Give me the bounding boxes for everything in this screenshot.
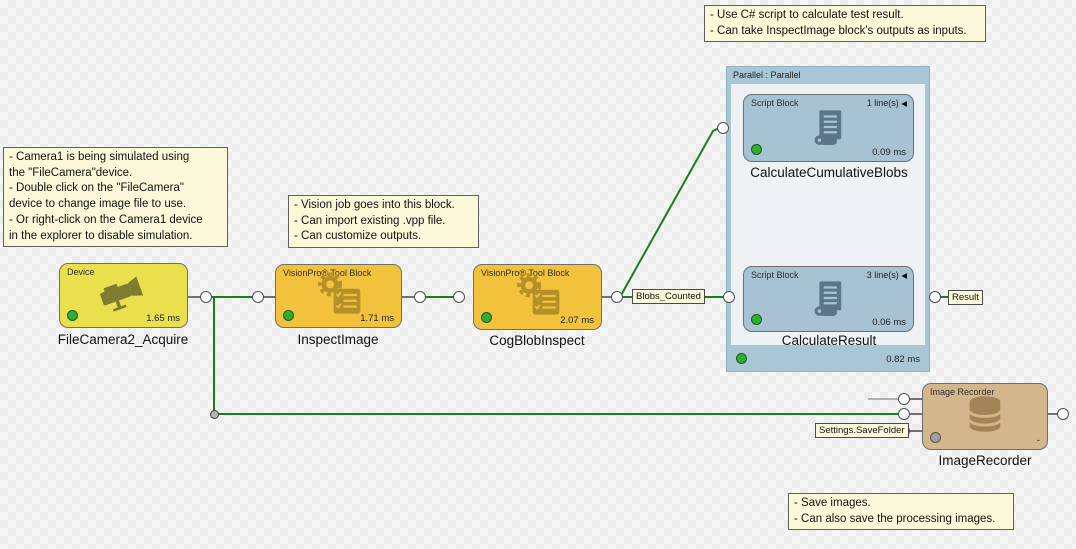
note-line: - Or right-click on the Camera1 device [9, 213, 203, 226]
port-calculateresult-input[interactable] [723, 291, 735, 303]
node-type-label: Script Block [751, 98, 799, 108]
node-time: 1.71 ms [360, 313, 394, 324]
note-line: - Camera1 is being simulated using [9, 151, 190, 163]
node-calculateresult[interactable]: Script Block 3 line(s) ◀ 0.06 [743, 266, 914, 332]
node-name-calculateresult: CalculateResult [781, 333, 877, 348]
note-line: the "FileCamera"device. [9, 166, 133, 179]
wire-label-result: Result [948, 290, 983, 305]
collapse-arrow-icon[interactable]: ◀ [901, 99, 907, 108]
status-indicator [67, 310, 78, 321]
node-time: - [1036, 435, 1040, 446]
status-indicator [283, 310, 294, 321]
cctv-camera-icon [60, 271, 187, 317]
node-name-imagerecorder: ImageRecorder [938, 453, 1032, 468]
parallel-header: Parallel : Parallel [733, 70, 801, 80]
port-calculatecumulativeblobs-input[interactable] [717, 122, 729, 134]
node-name-filecamera2: FileCamera2_Acquire [57, 332, 189, 347]
node-calculatecumulativeblobs[interactable]: Script Block 1 line(s) ◀ 0.09 [743, 94, 914, 162]
node-type-label: Image Recorder [930, 387, 995, 397]
node-name-cogblobinspect: CogBlobInspect [489, 333, 585, 348]
node-name-calculatecumulativeblobs: CalculateCumulativeBlobs [750, 165, 908, 180]
node-inspectimage[interactable]: VisionPro® Tool Block 1.71 ms [275, 264, 402, 328]
script-scroll-icon [744, 102, 913, 151]
note-line: device to change image file to use. [9, 198, 187, 211]
port-imagerecorder-input-1[interactable] [898, 393, 910, 405]
node-time: 1.65 ms [146, 313, 180, 324]
script-scroll-icon [744, 274, 913, 321]
node-time: 0.06 ms [872, 317, 906, 328]
gear-checklist-icon [276, 271, 401, 317]
wire-label-settings-savefolder: Settings.SaveFolder [815, 423, 909, 438]
note-line: - Can import existing .vpp file. [294, 214, 446, 227]
node-cogblobinspect[interactable]: VisionPro® Tool Block 2.07 ms [473, 264, 602, 330]
note-line: - Can take InspectImage block's outputs … [710, 24, 967, 37]
note-line: - Can customize outputs. [294, 230, 422, 243]
note-camera-simulation[interactable]: - Camera1 is being simulated using the "… [3, 147, 228, 248]
note-line: in the explorer to disable simulation. [9, 229, 193, 242]
port-inspectimage-output[interactable] [414, 291, 426, 303]
parallel-time: 0.82 ms [886, 354, 920, 365]
port-filecamera-output[interactable] [200, 291, 212, 303]
lines-label: 1 line(s) [866, 98, 899, 108]
script-lines-count: 1 line(s) ◀ [867, 98, 907, 108]
lines-label: 3 line(s) [866, 270, 899, 280]
collapse-arrow-icon[interactable]: ◀ [901, 271, 907, 280]
port-cogblobinspect-input[interactable] [453, 291, 465, 303]
port-imagerecorder-input-2[interactable] [898, 408, 910, 420]
note-line: - Can also save the processing images. [794, 512, 996, 525]
note-line: - Save images. [794, 497, 871, 509]
node-filecamera2-acquire[interactable]: Device 1.65 ms [59, 263, 188, 328]
note-line: - Double click on the "FileCamera" [9, 182, 184, 195]
port-cogblobinspect-output[interactable] [611, 291, 623, 303]
port-imagerecorder-output[interactable] [1057, 408, 1069, 420]
parallel-container[interactable]: Parallel : Parallel Script Block 1 line(… [726, 66, 930, 372]
wire-label-blobs-counted: Blobs_Counted [632, 289, 705, 304]
status-indicator [751, 144, 762, 155]
node-time: 2.07 ms [560, 315, 594, 326]
node-time: 0.09 ms [872, 147, 906, 158]
note-save-images[interactable]: - Save images. - Can also save the proce… [788, 493, 1014, 531]
port-inspectimage-input[interactable] [252, 291, 264, 303]
node-imagerecorder[interactable]: Image Recorder - [922, 383, 1048, 450]
note-line: - Vision job goes into this block. [294, 199, 455, 211]
note-csharp-script[interactable]: - Use C# script to calculate test result… [704, 5, 986, 43]
node-type-label: VisionPro® Tool Block [481, 268, 570, 278]
status-indicator [751, 314, 762, 325]
wire-cogblob-to-calccumulative[interactable] [619, 127, 720, 298]
database-icon [923, 391, 1047, 439]
node-type-label: Script Block [751, 270, 799, 280]
port-parallel-output[interactable] [929, 291, 941, 303]
status-indicator [930, 432, 941, 443]
note-vision-job[interactable]: - Vision job goes into this block. - Can… [288, 195, 479, 249]
node-type-label: Device [67, 267, 95, 277]
status-indicator [736, 353, 747, 364]
script-lines-count: 3 line(s) ◀ [867, 270, 907, 280]
status-indicator [481, 312, 492, 323]
wire-junction[interactable] [210, 410, 219, 419]
gear-checklist-icon [474, 272, 601, 319]
node-name-inspectimage: InspectImage [297, 332, 379, 347]
note-line: - Use C# script to calculate test result… [710, 9, 904, 21]
